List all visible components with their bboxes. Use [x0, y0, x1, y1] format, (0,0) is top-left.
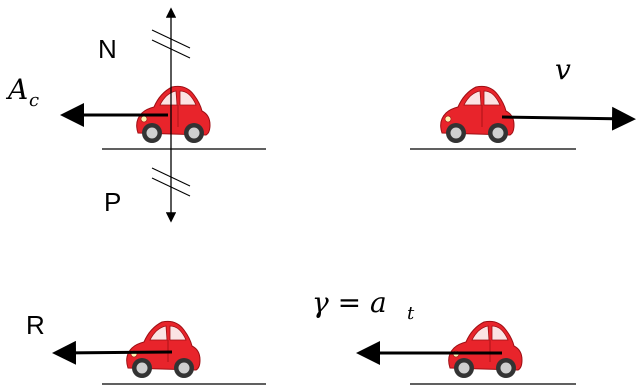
car-icon: [126, 320, 201, 379]
resistance-arrow: [52, 340, 173, 365]
car-icon: [448, 320, 523, 379]
hatch-mark-bottom-2: [151, 177, 191, 197]
scene-centripetal: N P A c: [5, 7, 266, 223]
label-deceleration: γ = a: [312, 286, 387, 319]
label-centripetal: A: [5, 73, 28, 106]
hatch-mark-top-1: [151, 29, 191, 49]
label-deceleration-sub: t: [407, 303, 415, 324]
scene-resistance: R: [26, 310, 266, 385]
velocity-arrow: [501, 106, 636, 131]
scene-deceleration: γ = a t: [312, 286, 576, 385]
scene-velocity: v: [410, 53, 636, 150]
label-weight: P: [104, 187, 121, 217]
hatch-mark-bottom-1: [151, 167, 191, 187]
hatch-mark-top-2: [151, 39, 191, 59]
label-centripetal-sub: c: [29, 90, 39, 111]
car-icon: [440, 85, 515, 144]
label-normal: N: [98, 34, 117, 64]
label-resistance: R: [26, 310, 45, 340]
label-velocity: v: [555, 53, 571, 86]
